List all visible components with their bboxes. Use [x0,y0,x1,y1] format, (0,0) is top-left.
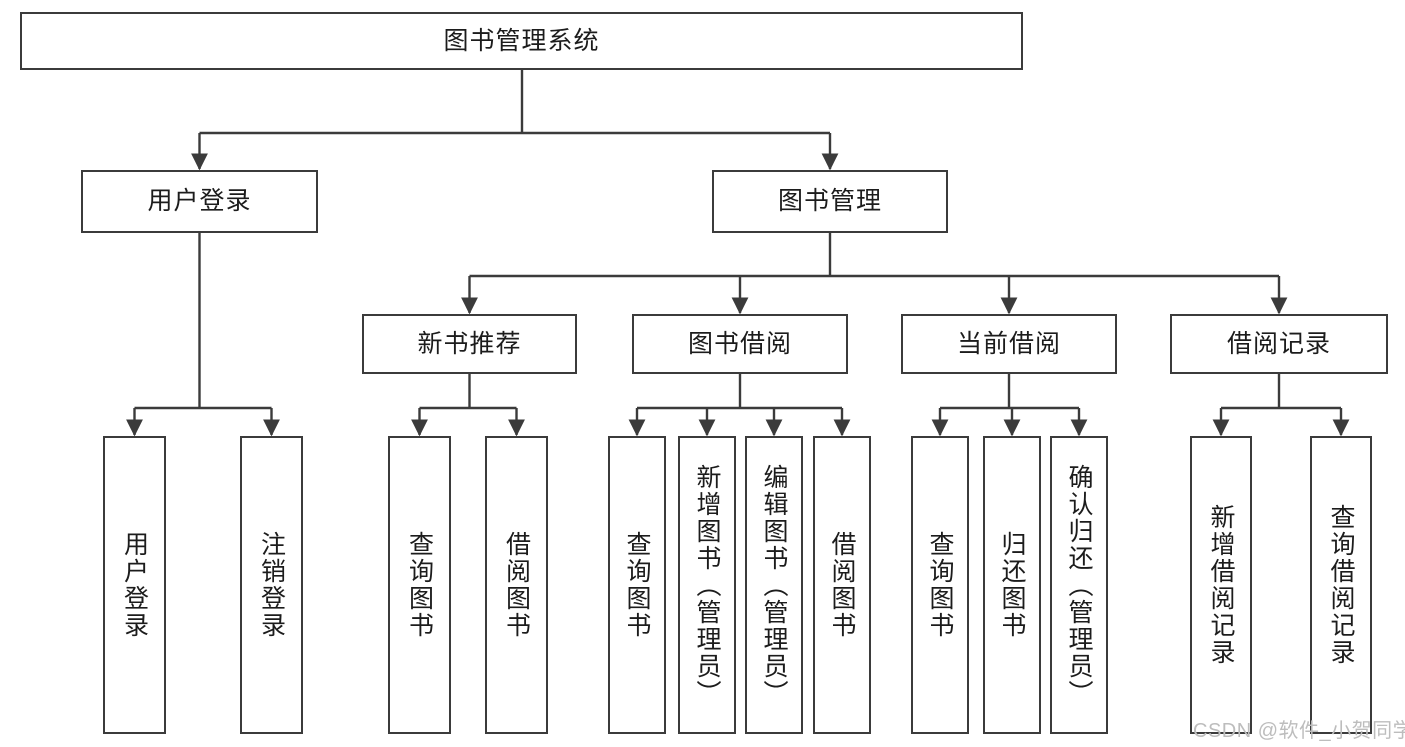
node-new-book-recommend[interactable]: 新书推荐 [362,314,577,374]
node-leaf-user-login[interactable]: 用户登录 [103,436,166,734]
node-label-leaf-borrow-book-1: 借阅图书 [502,531,531,639]
node-borrow-record[interactable]: 借阅记录 [1170,314,1388,374]
node-label-leaf-add-book: 新增图书（管理员） [693,463,721,707]
node-label-leaf-add-record: 新增借阅记录 [1207,504,1235,666]
node-label-borrow-record: 借阅记录 [1226,329,1331,358]
node-leaf-borrow-book-1[interactable]: 借阅图书 [485,436,548,734]
node-label-current-borrow: 当前借阅 [956,329,1061,358]
node-leaf-user-logout[interactable]: 注销登录 [240,436,303,734]
node-label-leaf-user-logout: 注销登录 [257,531,286,639]
node-leaf-borrow-book-2[interactable]: 借阅图书 [813,436,871,734]
node-label-root: 图书管理系统 [443,26,600,55]
node-leaf-add-record[interactable]: 新增借阅记录 [1190,436,1252,734]
node-leaf-edit-book[interactable]: 编辑图书（管理员） [745,436,803,734]
node-label-new-book-recommend: 新书推荐 [417,329,522,358]
node-leaf-query-record[interactable]: 查询借阅记录 [1310,436,1372,734]
node-leaf-add-book[interactable]: 新增图书（管理员） [678,436,736,734]
node-label-leaf-edit-book: 编辑图书（管理员） [760,463,788,707]
node-leaf-query-book-3[interactable]: 查询图书 [911,436,969,734]
node-label-leaf-query-book-3: 查询图书 [926,531,954,639]
node-label-user-login: 用户登录 [147,187,252,215]
node-label-book-manage: 图书管理 [777,187,882,215]
node-label-leaf-query-record: 查询借阅记录 [1327,504,1355,666]
node-label-leaf-query-book-1: 查询图书 [405,531,434,639]
node-current-borrow[interactable]: 当前借阅 [901,314,1117,374]
node-label-leaf-return-book: 归还图书 [998,531,1026,639]
node-label-book-borrow: 图书借阅 [687,329,792,358]
node-book-manage[interactable]: 图书管理 [712,170,948,233]
node-user-login[interactable]: 用户登录 [81,170,318,233]
node-label-leaf-user-login: 用户登录 [120,531,149,639]
node-leaf-return-book[interactable]: 归还图书 [983,436,1041,734]
node-leaf-query-book-1[interactable]: 查询图书 [388,436,451,734]
node-book-borrow[interactable]: 图书借阅 [632,314,848,374]
node-label-leaf-query-book-2: 查询图书 [623,531,651,639]
node-leaf-confirm-return[interactable]: 确认归还（管理员） [1050,436,1108,734]
node-label-leaf-borrow-book-2: 借阅图书 [828,531,856,639]
node-label-leaf-confirm-return: 确认归还（管理员） [1065,463,1093,707]
csdn-watermark: CSDN @软件_小贺同学 [1193,720,1405,742]
node-root[interactable]: 图书管理系统 [20,12,1023,70]
node-leaf-query-book-2[interactable]: 查询图书 [608,436,666,734]
